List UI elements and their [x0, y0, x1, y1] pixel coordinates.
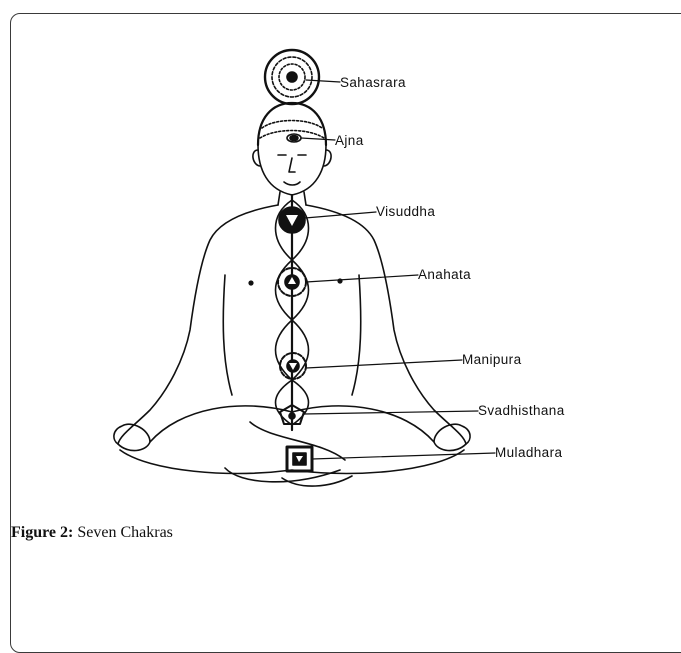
visuddha-symbol [279, 207, 305, 233]
label-svadhisthana: Svadhisthana [478, 403, 565, 418]
label-muladhara: Muladhara [495, 445, 562, 460]
sahasrara-symbol [265, 50, 319, 104]
label-anahata: Anahata [418, 267, 471, 282]
figure-caption-label: Figure 2: [11, 524, 73, 541]
label-sahasrara: Sahasrara [340, 75, 406, 90]
figure-caption-text: Seven Chakras [77, 524, 173, 541]
figure-caption: Figure 2: Seven Chakras [11, 524, 173, 542]
label-visuddha: Visuddha [376, 204, 435, 219]
muladhara-symbol [287, 447, 312, 471]
figure-head [253, 103, 331, 205]
chakra-illustration: Sahasrara Ajna Visuddha Anahata Manipura… [0, 0, 681, 581]
label-manipura: Manipura [462, 352, 522, 367]
ajna-symbol [290, 136, 298, 141]
label-ajna: Ajna [335, 133, 364, 148]
